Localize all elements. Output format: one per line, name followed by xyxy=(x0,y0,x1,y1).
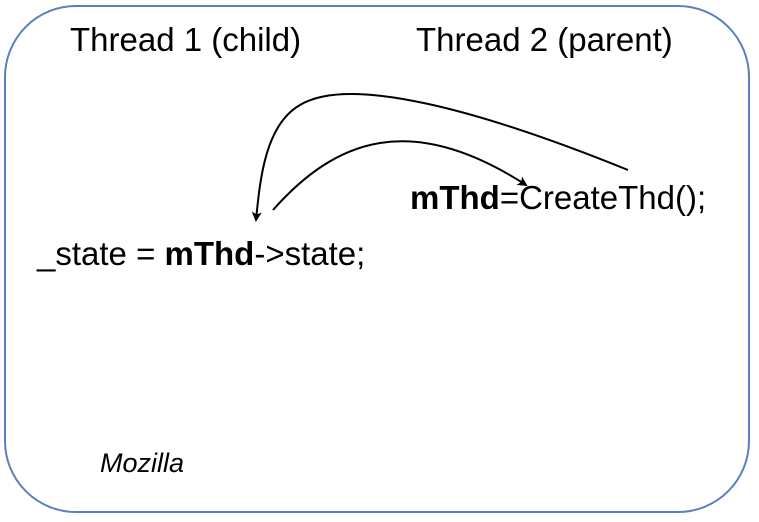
arrow-parent-to-child xyxy=(251,93,629,222)
child-code-rest: ->state; xyxy=(254,235,366,272)
parent-code-line: mThd=CreateThd(); xyxy=(410,181,706,214)
child-code-line: _state = mThd->state; xyxy=(37,237,365,270)
child-code-prefix: _state = xyxy=(37,235,165,272)
credit-label: Mozilla xyxy=(100,448,185,478)
arrow-child-to-parent xyxy=(272,140,528,211)
thread1-header: Thread 1 (child) xyxy=(70,21,302,58)
child-var: mThd xyxy=(164,235,255,272)
thread2-header: Thread 2 (parent) xyxy=(416,21,673,58)
parent-code-rest: =CreateThd(); xyxy=(499,179,707,216)
parent-var: mThd xyxy=(410,179,500,216)
diagram-frame xyxy=(4,5,750,513)
